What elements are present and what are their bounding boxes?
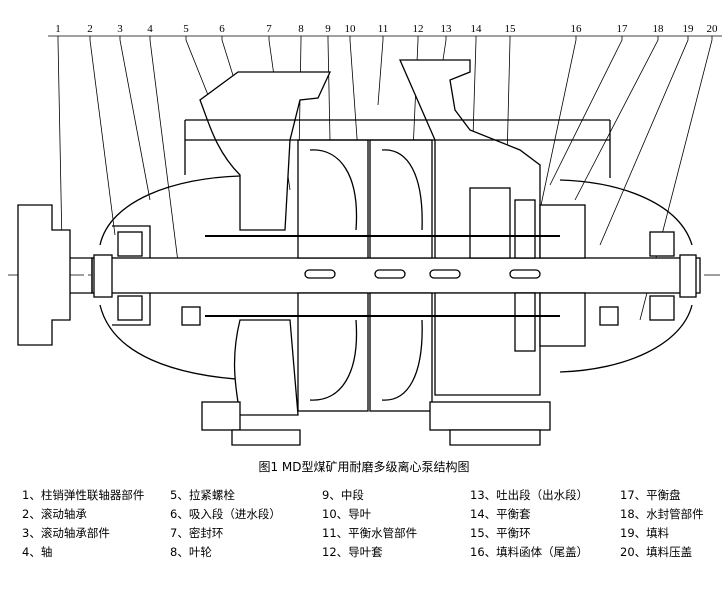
legend-item: 16、填料函体（尾盖） <box>470 545 589 559</box>
right-bearing-cover <box>559 179 693 373</box>
shaft-key-2 <box>374 269 406 279</box>
figure-caption: 图1 MD型煤矿用耐磨多级离心泵结构图 <box>258 460 470 474</box>
legend-column: 9、中段 10、导叶 11、平衡水管部件 12、导叶套 <box>322 486 492 562</box>
balance-disc-upper <box>514 199 536 259</box>
stage2-lower <box>369 292 433 412</box>
legend-item: 12、导叶套 <box>322 545 383 559</box>
shaft <box>91 257 701 294</box>
left-bearing-upper <box>117 231 143 257</box>
legend-column: 1、柱销弹性联轴器部件 2、滚动轴承 3、滚动轴承部件 4、轴 <box>22 486 192 562</box>
leader-line-4 <box>149 36 179 263</box>
callout-number-20: 20 <box>707 23 719 35</box>
callout-number-3: 3 <box>117 23 123 35</box>
callout-number-5: 5 <box>183 23 189 35</box>
suction-foot-left <box>201 401 241 431</box>
tie-bolt-nut-left <box>181 306 201 326</box>
legend-item: 8、叶轮 <box>170 545 212 559</box>
callout-number-10: 10 <box>345 23 357 35</box>
callout-number-15: 15 <box>505 23 517 35</box>
balance-sleeve <box>469 187 511 259</box>
callout-number-9: 9 <box>325 23 331 35</box>
left-bearing-cover <box>99 175 251 381</box>
leader-line-19 <box>599 36 689 246</box>
legend-item: 6、吸入段（进水段） <box>170 507 281 521</box>
legend-item: 19、填料 <box>620 526 670 540</box>
discharge-foot <box>429 401 551 431</box>
stuffing-box-lower <box>539 292 586 347</box>
legend-column: 5、拉紧螺栓 6、吸入段（进水段） 7、密封环 8、叶轮 <box>170 486 340 562</box>
legend-column: 17、平衡盘 18、水封管部件 19、填料 20、填料压盖 <box>620 486 728 562</box>
leader-line-5 <box>185 36 211 101</box>
callout-number-6: 6 <box>219 23 225 35</box>
leader-line-18 <box>574 36 659 201</box>
legend-item: 4、轴 <box>22 545 53 559</box>
right-bearing-lower <box>649 295 675 321</box>
callout-number-18: 18 <box>653 23 665 35</box>
leader-line-20 <box>639 36 713 321</box>
leader-line-17 <box>549 36 623 186</box>
callout-number-1: 1 <box>55 23 61 35</box>
left-bearing-lower <box>117 295 143 321</box>
shaft-end-left <box>93 254 113 298</box>
callout-number-8: 8 <box>298 23 304 35</box>
balance-disc-lower <box>514 292 536 352</box>
stage1-upper <box>297 139 369 259</box>
base-feet <box>231 429 541 446</box>
legend-item: 20、填料压盖 <box>620 545 693 559</box>
legend-item: 3、滚动轴承部件 <box>22 526 110 540</box>
stage2-upper <box>369 139 433 259</box>
shaft-key-4 <box>509 269 541 279</box>
callout-number-11: 11 <box>378 23 389 35</box>
callout-number-17: 17 <box>617 23 629 35</box>
callout-number-12: 12 <box>413 23 424 35</box>
pump-body <box>8 59 720 446</box>
legend-item: 11、平衡水管部件 <box>322 526 418 540</box>
leader-line-1 <box>57 36 63 246</box>
leader-line-2 <box>89 36 116 236</box>
legend-item: 17、平衡盘 <box>620 488 681 502</box>
leader-line-16 <box>539 36 577 211</box>
leader-line-11 <box>377 36 384 106</box>
callout-number-4: 4 <box>147 23 153 35</box>
leader-line-3 <box>119 36 151 201</box>
legend-item: 10、导叶 <box>322 507 372 521</box>
legend-item: 2、滚动轴承 <box>22 507 87 521</box>
balance-water-pipe <box>184 119 611 178</box>
shaft-end-right <box>679 254 697 298</box>
callout-number-7: 7 <box>266 23 272 35</box>
tie-bolt-nut-right <box>599 306 619 326</box>
legend-item: 5、拉紧螺栓 <box>170 488 235 502</box>
callout-number-14: 14 <box>471 23 483 35</box>
legend-item: 15、平衡环 <box>470 526 531 540</box>
callout-number-19: 19 <box>683 23 695 35</box>
shaft-key-1 <box>304 269 336 279</box>
coupling <box>17 204 71 346</box>
suction-section-top <box>199 71 332 231</box>
impeller-2 <box>381 149 423 401</box>
stage1-lower <box>297 292 369 412</box>
legend-item: 14、平衡套 <box>470 507 531 521</box>
left-bearing-seat <box>112 225 151 326</box>
stuffing-box-upper <box>539 204 586 259</box>
legend-item: 1、柱销弹性联轴器部件 <box>22 488 145 502</box>
legend-item: 18、水封管部件 <box>620 507 704 521</box>
callout-number-16: 16 <box>571 23 583 35</box>
leader-line-10 <box>349 36 361 181</box>
legend-item: 7、密封环 <box>170 526 224 540</box>
impeller-1 <box>309 149 358 401</box>
leader-line-9 <box>327 36 331 141</box>
legend-column: 13、吐出段（出水段） 14、平衡套 15、平衡环 16、填料函体（尾盖） <box>470 486 640 562</box>
legend-item: 9、中段 <box>322 488 364 502</box>
callout-number-2: 2 <box>87 23 93 35</box>
legend-item: 13、吐出段（出水段） <box>470 488 589 502</box>
right-bearing-upper <box>649 231 675 257</box>
suction-section-bottom <box>233 319 299 416</box>
shaft-key-3 <box>429 269 461 279</box>
coupling-hub <box>70 257 93 294</box>
callout-number-13: 13 <box>441 23 453 35</box>
